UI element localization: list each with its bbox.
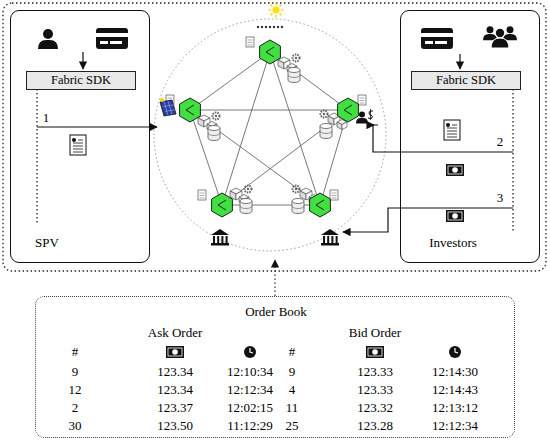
database-icon	[292, 199, 304, 214]
peer-hexagon	[212, 193, 233, 217]
network-link	[320, 110, 348, 205]
table-cell: 12:02:15	[227, 401, 273, 415]
lifeline	[36, 89, 37, 225]
peer-dots	[257, 26, 283, 28]
money-icon	[366, 346, 384, 358]
table-cell: 123.33	[357, 365, 393, 379]
network-link	[190, 110, 222, 205]
database-icon	[288, 68, 300, 83]
gear-icon	[293, 55, 300, 62]
bank-icon	[211, 229, 229, 246]
table-cell: 123.34	[157, 365, 193, 379]
table-cell: 123.37	[157, 401, 193, 415]
gear-icon	[321, 111, 328, 118]
flow-arrow-2	[373, 125, 513, 152]
peer-hexagon	[260, 40, 281, 64]
network-link	[222, 52, 270, 205]
gear-icon	[213, 113, 220, 120]
document-icon	[70, 135, 86, 155]
table-cell: 11:12:29	[227, 419, 273, 433]
flow-arrow-1	[37, 126, 157, 127]
document-icon	[444, 120, 460, 140]
table-cell: 123.50	[157, 419, 193, 433]
spv-person-icon	[38, 29, 58, 49]
panel-title: Order Book	[245, 305, 307, 319]
table-cell: 12:13:12	[432, 401, 478, 415]
card-icon	[421, 28, 453, 49]
table-cell: 123.28	[357, 419, 393, 433]
network-link	[190, 110, 320, 205]
bank-icon	[321, 229, 339, 246]
network-ring	[154, 19, 386, 251]
ledger-icon	[330, 190, 338, 200]
fabric-sdk-box: Fabric SDK	[411, 71, 521, 90]
peer-hexagon	[338, 98, 359, 122]
table-cell: 12:12:34	[432, 419, 478, 433]
fabric-sdk-box: Fabric SDK	[26, 71, 136, 90]
table-cell: 123.33	[357, 383, 393, 397]
table-cell: 9	[72, 365, 79, 379]
column-heading: #	[72, 345, 79, 359]
spv-panel: SPV Fabric SDK	[10, 10, 150, 263]
gear-icon	[293, 186, 300, 193]
network-link	[222, 110, 348, 205]
investors-panel: Investors Fabric SDK	[400, 10, 540, 263]
table-cell: 25	[286, 419, 299, 433]
table-cell: 123.34	[157, 383, 193, 397]
column-group-heading: Bid Order	[349, 326, 401, 340]
table-cell: 9	[289, 365, 296, 379]
database-icon	[208, 126, 220, 141]
clock-icon	[244, 346, 256, 358]
money-icon	[446, 210, 464, 222]
solar-panel-icon	[160, 98, 177, 116]
crowd-front	[491, 28, 509, 48]
flow-arrow-2-head	[373, 124, 374, 125]
gear-icon	[245, 186, 252, 193]
flow-arrow-3	[343, 208, 513, 232]
step-number: 1	[43, 111, 50, 125]
table-cell: 12:10:34	[227, 365, 273, 379]
step-number: 3	[497, 191, 504, 205]
ledger-icon	[246, 37, 254, 47]
ledger-icon	[198, 190, 206, 200]
panel-title: SPV	[35, 236, 59, 250]
database-icon	[320, 124, 332, 139]
table-cell: 30	[69, 419, 82, 433]
database-icon	[240, 199, 252, 214]
table-cell: 4	[289, 383, 296, 397]
table-cell: 12:14:43	[432, 383, 478, 397]
order-book-link	[274, 260, 275, 296]
table-cell: 11	[286, 401, 299, 415]
table-cell: 12:14:30	[432, 365, 478, 379]
table-cell: 2	[72, 401, 79, 415]
network-link	[190, 52, 270, 110]
box-label: Fabric SDK	[436, 74, 496, 88]
table-cell: 123.32	[357, 401, 393, 415]
column-group-heading: Ask Order	[148, 326, 203, 340]
step-number: 2	[497, 135, 504, 149]
network-link	[270, 52, 320, 205]
network-link	[222, 205, 320, 206]
sun-icon	[269, 3, 284, 18]
network-link	[270, 52, 348, 110]
clock-icon	[449, 346, 461, 358]
sdk-arrow	[459, 54, 460, 69]
card-icon	[96, 28, 128, 49]
table-cell: 12:12:34	[227, 383, 273, 397]
owner-icon	[356, 111, 368, 123]
money-icon	[166, 346, 184, 358]
column-heading: #	[289, 345, 296, 359]
box-label: Fabric SDK	[51, 74, 111, 88]
lifeline	[512, 89, 513, 232]
peer-hexagon	[310, 193, 331, 217]
ledger-icon	[358, 95, 366, 105]
money-icon	[446, 164, 464, 176]
outer-dotted-frame	[3, 3, 546, 271]
table-cell: 12	[69, 383, 82, 397]
panel-title: Investors	[429, 236, 477, 250]
peer-hexagon	[180, 98, 201, 122]
sdk-arrow	[82, 52, 83, 69]
dollar-mark	[368, 109, 373, 120]
